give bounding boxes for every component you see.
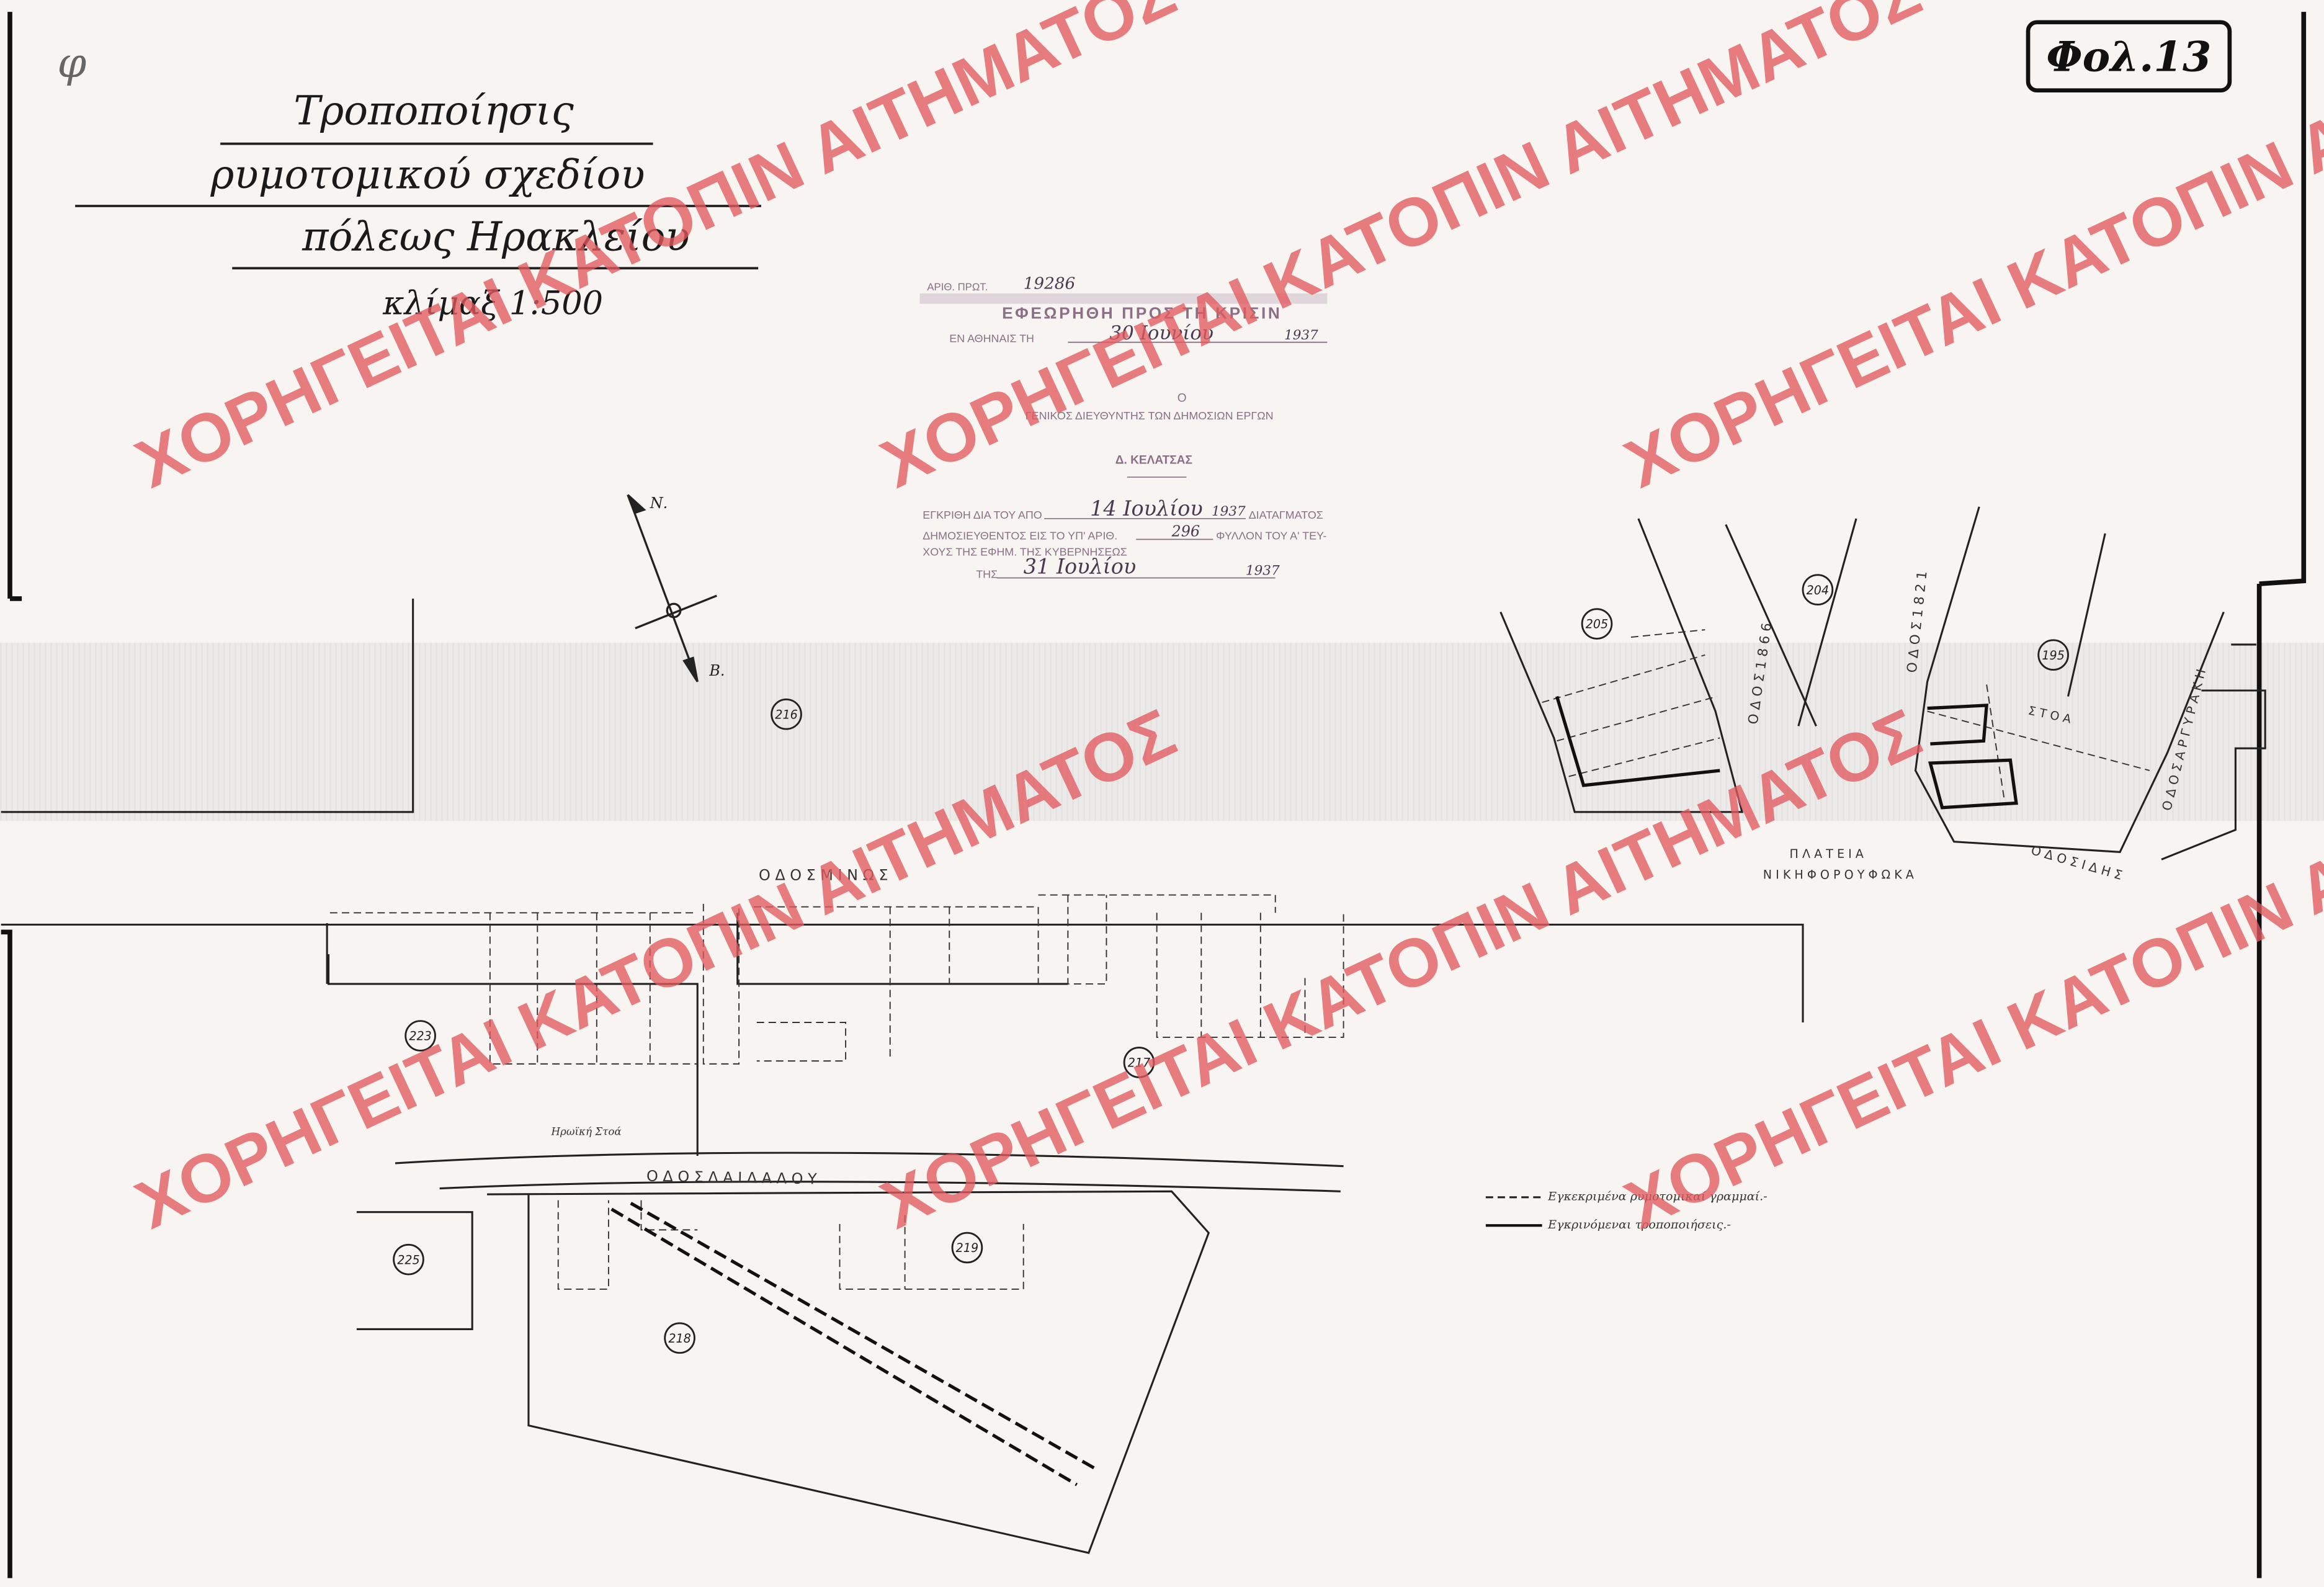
street-minos: Ο Δ Ο Σ Μ Ι Ν Ω Σ (759, 867, 888, 884)
stamp-sheet-label: ΦΥΛΛΟΝ ΤΟΥ Α' ΤΕΥ- (1216, 529, 1326, 542)
watermark: ΧΟΡΗΓΕΙΤΑΙ ΚΑΤΟΠΙΝ ΑΙΤΗΜΑΤΟΣ (1614, 695, 2324, 1243)
stamp-decree: ΔΙΑΤΑΓΜΑΤΟΣ (1249, 509, 1323, 521)
title-line-2: ρυμοτομικού σχεδίου (210, 151, 645, 198)
legend-modifications: Εγκρινόμεναι τροποποιήσεις.- (1547, 1217, 1731, 1232)
title-scale: κλίμαξ 1:500 (382, 284, 603, 322)
square-label: Π Λ Α Τ Ε Ι Α (1790, 847, 1864, 861)
corner-mark: φ (57, 38, 86, 87)
stamp-athens-date: 30 Ιουνίου (1109, 322, 1213, 344)
stamp-director: ΓΕΝΙΚΟΣ ΔΙΕΥΘΥΝΤΗΣ ΤΩΝ ΔΗΜΟΣΙΩΝ ΕΡΓΩΝ (1026, 409, 1274, 422)
block-number-circle (951, 1232, 983, 1264)
stamp-published-prefix: ΔΗΜΟΣΙΕΥΘΕΝΤΟΣ ΕΙΣ ΤΟ ΥΠ' ΑΡΙΘ. (923, 529, 1117, 542)
block-number-circle (771, 698, 802, 730)
block-number: 195 (2042, 648, 2064, 663)
block-number-circle (404, 1020, 436, 1052)
modification-lines (610, 695, 2018, 1486)
title-line-3: πόλεως Ηρακλείου (302, 214, 689, 261)
stamp-published-no: 296 (1171, 523, 1200, 540)
legend: Εγκεκριμένα ρυμοτομικαί γραμμαί.- Εγκριν… (1485, 1189, 1768, 1232)
stamp-approved-year: 1937 (1212, 504, 1246, 519)
north-arrow (627, 494, 717, 682)
street-1866: Ο Δ Ο Σ 1 8 6 6 (1746, 622, 1776, 725)
stoa-label: Σ Τ Ο Α (2027, 703, 2072, 726)
square-name: Ν Ι Κ Η Φ Ο Ρ Ο Υ Φ Ω Κ Α (1763, 867, 1914, 882)
title-line-1: Τροποποίησις (293, 88, 574, 135)
stamp-gazette-date: 31 Ιουλίου (1024, 554, 1137, 578)
block-number: 218 (668, 1331, 690, 1346)
stamp-o: Ο (1178, 391, 1187, 405)
street-daidalou: Ο Δ Ο Σ Δ Α Ι Δ Α Λ Ο Υ (646, 1168, 817, 1188)
stamp-signature: Δ. ΚΕΛΑΤΣΑΣ (1115, 454, 1192, 467)
stamp-approved-date: 14 Ιουλίου (1090, 496, 1203, 521)
approval-stamp: ΑΡΙΘ. ΠΡΩΤ. 19286 ΕΦΕΩΡΗΘΗ ΠΡΟΣ ΤΗ ΚΡΙΣΙ… (919, 275, 1328, 580)
block-number: 223 (409, 1029, 431, 1044)
street-1821: Ο Δ Ο Σ 1 8 2 1 (1905, 570, 1931, 673)
title-block: Τροποποίησις ρυμοτομικού σχεδίου πόλεως … (75, 88, 761, 322)
stamp-athens-prefix: ΕΝ ΑΘΗΝΑΙΣ ΤΗ (949, 333, 1034, 345)
block-number: 225 (397, 1253, 419, 1267)
block-numbers: 216 205 204 195 223 217 225 218 219 (393, 574, 2069, 1354)
block-number: 205 (1586, 617, 1608, 632)
stamp-gazette-prefix: ΤΗΣ (976, 568, 998, 580)
block-number-circle (1802, 574, 1834, 606)
block-number-circle (2037, 639, 2069, 671)
sheet-number: Φολ.13 (2046, 32, 2211, 81)
paper-fold-band (0, 643, 2324, 821)
arcade-label: Ηρωϊκή Στοά (550, 1125, 621, 1138)
block-number-circle (393, 1243, 424, 1276)
block-number-circle (664, 1322, 695, 1354)
street-argyraki: Ο Δ Ο Σ Α Ρ Γ Υ Ρ Α Κ Η (2159, 668, 2209, 812)
sheet-number-badge: Φολ.13 (2026, 20, 2232, 93)
stamp-protocol-no: 19286 (1024, 275, 1076, 293)
stamp-athens-year: 1937 (1284, 328, 1318, 343)
existing-lines (329, 629, 2150, 1290)
stamp-approved-prefix: ΕΓΚΡΙΘΗ ΔΙΑ ΤΟΥ ΑΠΟ (923, 509, 1042, 521)
legend-existing: Εγκεκριμένα ρυμοτομικαί γραμμαί.- (1547, 1189, 1768, 1204)
block-number: 204 (1807, 583, 1829, 597)
stamp-headline: ΕΦΕΩΡΗΘΗ ΠΡΟΣ ΤΗ ΚΡΙΣΙΝ (1002, 304, 1282, 323)
sheet-frame (1, 12, 2307, 1578)
stamp-gazette: ΧΟΥΣ ΤΗΣ ΕΦΗΜ. ΤΗΣ ΚΥΒΕΡΝΗΣΕΩΣ (923, 546, 1127, 558)
block-number: 216 (775, 707, 797, 722)
block-number-circle (1123, 1047, 1155, 1078)
block-number: 217 (1128, 1056, 1150, 1070)
stamp-protocol-prefix: ΑΡΙΘ. ΠΡΩΤ. (927, 281, 988, 293)
compass-north-label: Ν. (650, 494, 668, 512)
compass-south-label: Β. (708, 662, 725, 679)
street-lines (1, 506, 2266, 1554)
block-number-circle (1581, 608, 1613, 640)
stamp-gazette-year: 1937 (1246, 563, 1280, 579)
block-number: 219 (956, 1241, 978, 1255)
